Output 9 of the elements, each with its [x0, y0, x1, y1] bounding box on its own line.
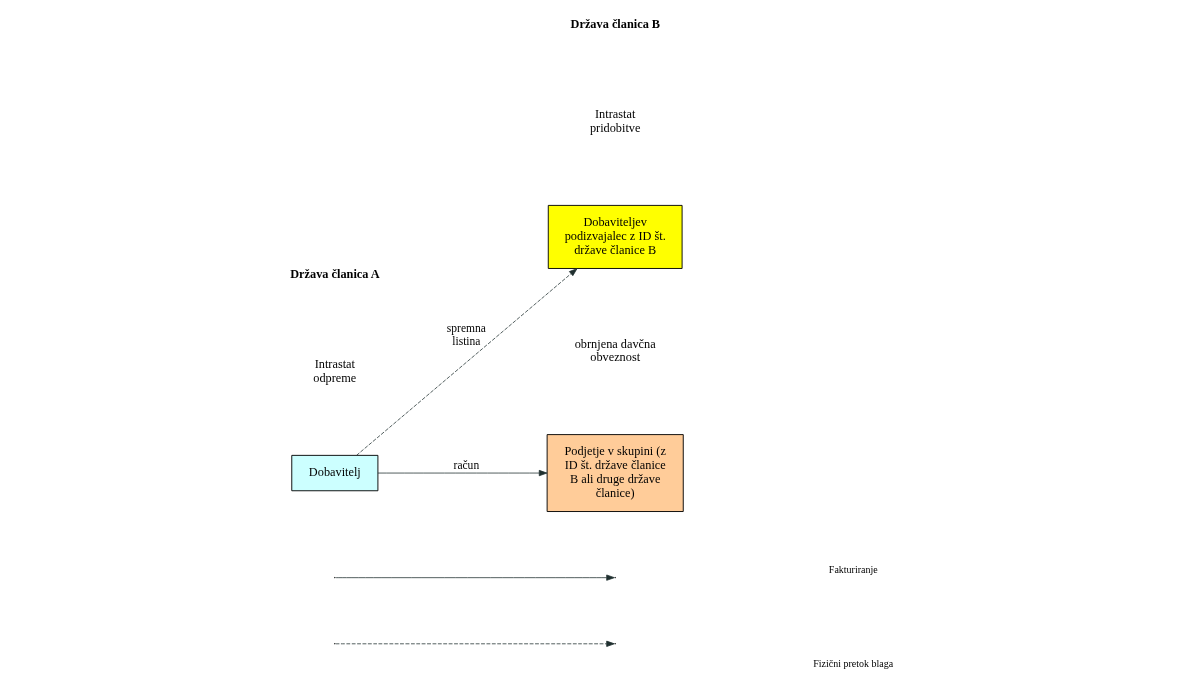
- label: obrnjena davčna obveznost: [574, 336, 656, 365]
- edge-label: spremna listina: [446, 321, 486, 347]
- legend-label: Fakturiranje: [828, 564, 878, 576]
- label: Intrastat odpreme: [313, 357, 357, 386]
- label: Država članica B: [570, 16, 661, 31]
- edge-label: račun: [453, 459, 480, 472]
- label: Intrastat pridobitve: [589, 107, 641, 136]
- label: Država članica A: [290, 266, 380, 281]
- legend-label: Fizični pretok blaga: [813, 658, 894, 670]
